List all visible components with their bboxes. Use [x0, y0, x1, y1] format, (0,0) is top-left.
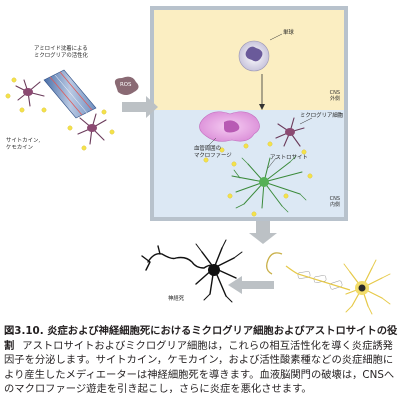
microglia-cell-box: [275, 117, 305, 147]
cytokine-label: サイトカイン, ケモカイン: [6, 138, 40, 151]
output-arrows: [228, 221, 277, 294]
dying-neuron: [141, 239, 243, 303]
cns-outside-line1: CNS: [329, 90, 340, 96]
cytokine-label-line2: ケモカイン: [6, 144, 33, 151]
cns-outside-label: CNS 外側: [312, 90, 340, 102]
amyloid-label-line2: ミクログリアの活性化: [34, 52, 88, 59]
macrophage-label-line: [207, 137, 217, 147]
caption-body: アストロサイトおよびミクログリア細胞は，これらの相互活性化を導く炎症誘発因子を分…: [4, 339, 395, 396]
monocyte-label-line: [269, 33, 283, 41]
astrocyte-label: アストロサイト: [270, 155, 308, 161]
amyloid-label: アミロイド沈着による ミクログリアの活性化: [34, 46, 88, 59]
microglia-cell-right: [77, 113, 107, 145]
amyloid-label-line1: アミロイド沈着による: [34, 46, 88, 52]
cns-inside-line1: CNS: [329, 196, 340, 202]
microglia-label-line: [299, 117, 313, 125]
monocyte-cell: [238, 40, 270, 72]
input-arrow: [122, 96, 158, 118]
cytokine-dots-left: [5, 77, 115, 151]
ros-blob: [114, 76, 139, 95]
cytokine-dots-box: [203, 141, 313, 217]
cns-inside-line2: 内側: [329, 202, 340, 208]
figure-caption: 図3.10. 炎症および神経細胞死におけるミクログリア細胞およびアストロサイトの…: [4, 324, 401, 397]
cns-inside-label: CNS 内側: [312, 196, 340, 208]
macrophage-cell: [199, 111, 260, 142]
astrocyte-cell: [231, 155, 307, 213]
healthy-neuron: [266, 252, 391, 315]
cns-outside-line2: 外側: [329, 96, 340, 102]
caption-title: 図3.10. 炎症および神経細胞死におけるミクログリア細胞およびアストロサイトの…: [4, 325, 398, 352]
microglia-cell-left: [15, 79, 45, 107]
amyloid-plaque: [43, 69, 97, 119]
macrophage-label-line2: マクロファージ: [194, 152, 232, 159]
macrophage-label-line1: 血管周囲の: [194, 146, 221, 152]
macrophage-label: 血管周囲の マクロファージ: [194, 146, 232, 159]
cytokine-label-line1: サイトカイン,: [6, 138, 41, 144]
monocyte-label: 単球: [283, 30, 294, 36]
ros-label: ROS: [120, 82, 132, 88]
neuron-death-label: 神経死: [168, 296, 185, 302]
migration-arrow-head: [259, 104, 265, 110]
astrocyte-label-line: [267, 157, 277, 169]
microglia-label: ミクログリア細胞: [300, 113, 344, 119]
